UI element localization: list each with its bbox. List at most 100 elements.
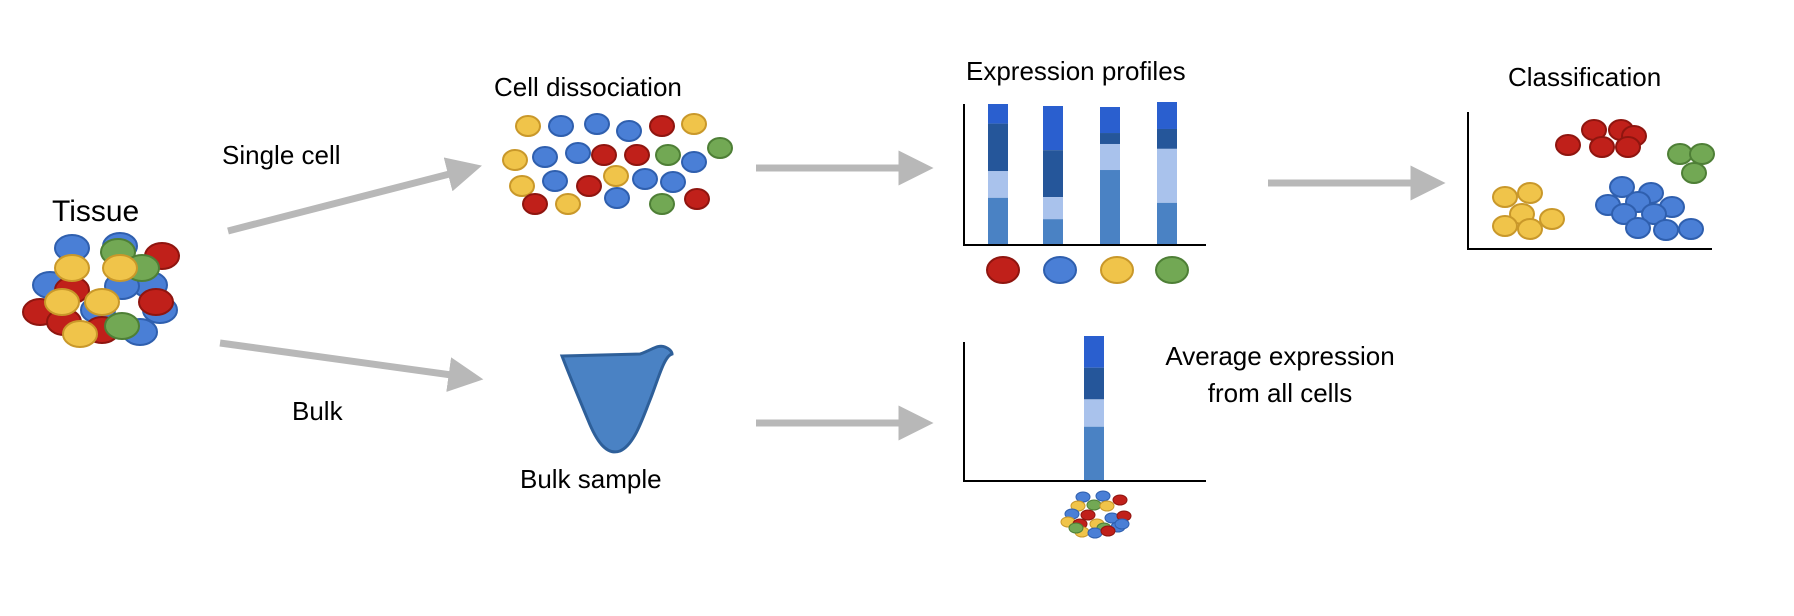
axes [963,104,1712,482]
tissue-yellow-cell [102,254,138,282]
expression-bar-blue-segment-4 [1043,219,1063,244]
pooled-green-cell [1086,499,1102,511]
arrows [219,150,1446,441]
tissue-label: Tissue [52,195,140,228]
pooled-green-cell [1068,522,1084,534]
bulk-label: Bulk [292,396,343,426]
dissociated-cells [502,113,733,215]
average-expression-line-2: from all cells [1207,378,1353,408]
pooled-blue-cell [1087,527,1103,539]
classification-green-cell [1667,143,1693,165]
pooled-blue-cell [1095,490,1111,502]
expression-bar-yellow-segment-2 [1100,133,1120,144]
average-expression-axis [963,342,1206,482]
classification-blue-cell [1678,218,1704,240]
tissue-yellow-cell [84,288,120,316]
single-cell-label: Single cell [222,140,341,170]
dissociated-yellow-cell [502,149,528,171]
expression-profiles-label: Expression profiles [966,56,1186,86]
dissociated-green-cell [649,193,675,215]
classification-red-cell [1589,136,1615,158]
pooled-red-cell [1080,509,1096,521]
tissue-red-cell [138,288,174,316]
dissociated-yellow-cell [603,165,629,187]
tissue-yellow-cell [54,254,90,282]
average-expression-bar-segment-1 [1084,336,1104,368]
expression-bar-red-segment-2 [988,123,1008,172]
tissue-yellow-cell [44,288,80,316]
classification-green-cell [1681,162,1707,184]
cell-dissociation-label: Cell dissociation [494,72,682,102]
classification-blue-cell [1653,219,1679,241]
expression-profiles-axis [963,104,1206,246]
classification-blue-cell [1609,176,1635,198]
dissociated-blue-cell [660,171,686,193]
dissociated-blue-cell [616,120,642,142]
average-expression-bar-segment-4 [1084,426,1104,480]
legend-yellow-cell [1100,256,1134,284]
pooled-blue-cell [1114,518,1130,530]
dissociated-blue-cell [632,168,658,190]
expression-bar-red-segment-1 [988,104,1008,124]
pooled-yellow-cell [1099,500,1115,512]
expression-bar-yellow [1100,107,1120,244]
pooled-red-cell [1100,525,1116,537]
dissociated-red-cell [522,193,548,215]
average-expression-bar [1084,336,1104,480]
dissociated-yellow-cell [681,113,707,135]
pooled-bulk-cells [1060,490,1132,539]
classification-blue-cell [1641,203,1667,225]
classification-green-cell [1689,143,1715,165]
expression-bar-green [1157,102,1177,244]
dissociated-red-cell [649,115,675,137]
expression-bar-green-segment-3 [1157,148,1177,203]
expression-bar-yellow-segment-3 [1100,143,1120,171]
pooled-red-cell [1112,494,1128,506]
expression-bar-yellow-segment-4 [1100,170,1120,244]
expression-bar-green-segment-1 [1157,102,1177,129]
expression-bar-green-segment-4 [1157,202,1177,244]
classification-yellow-cell [1517,218,1543,240]
expression-bar-yellow-segment-1 [1100,107,1120,134]
dissociated-red-cell [591,144,617,166]
bulk-sample-label: Bulk sample [520,464,662,494]
dissociated-yellow-cell [509,175,535,197]
dissociated-yellow-cell [555,193,581,215]
expression-bar-blue-segment-3 [1043,197,1063,220]
tissue-cell-cluster [22,232,180,348]
dissociated-green-cell [707,137,733,159]
dissociated-blue-cell [584,113,610,135]
legend-green-cell [1155,256,1189,284]
dissociated-blue-cell [565,142,591,164]
dissociated-red-cell [624,144,650,166]
classification-yellow-cell [1492,186,1518,208]
arrow-tissue-to-bulk [219,339,484,392]
average-expression-line-1: Average expression [1165,341,1395,371]
bars-layer [988,102,1177,480]
average-expression-bar-segment-3 [1084,399,1104,427]
dissociated-red-cell [576,175,602,197]
classification-label: Classification [1508,62,1662,92]
expression-bar-blue-segment-1 [1043,106,1063,151]
classification-blue-cell [1625,217,1651,239]
expression-bar-red-segment-4 [988,197,1008,244]
legend-blue-cell [1043,256,1077,284]
arrow-tissue-to-single-cell [227,157,482,235]
legend-red-cell [986,256,1020,284]
classification-clusters [1492,119,1715,241]
classification-yellow-cell [1539,208,1565,230]
expression-bar-red-segment-3 [988,171,1008,198]
classification-red-cell [1615,136,1641,158]
average-expression-bar-segment-2 [1084,367,1104,400]
expression-bar-blue-segment-2 [1043,150,1063,198]
dissociated-blue-cell [548,115,574,137]
expression-cell-type-legend [986,256,1189,284]
classification-yellow-cell [1492,215,1518,237]
classification-axis [1467,112,1712,250]
dissociated-blue-cell [604,187,630,209]
dissociated-red-cell [684,188,710,210]
dissociated-blue-cell [542,170,568,192]
classification-blue-cell [1611,203,1637,225]
tissue-green-cell [104,312,140,340]
